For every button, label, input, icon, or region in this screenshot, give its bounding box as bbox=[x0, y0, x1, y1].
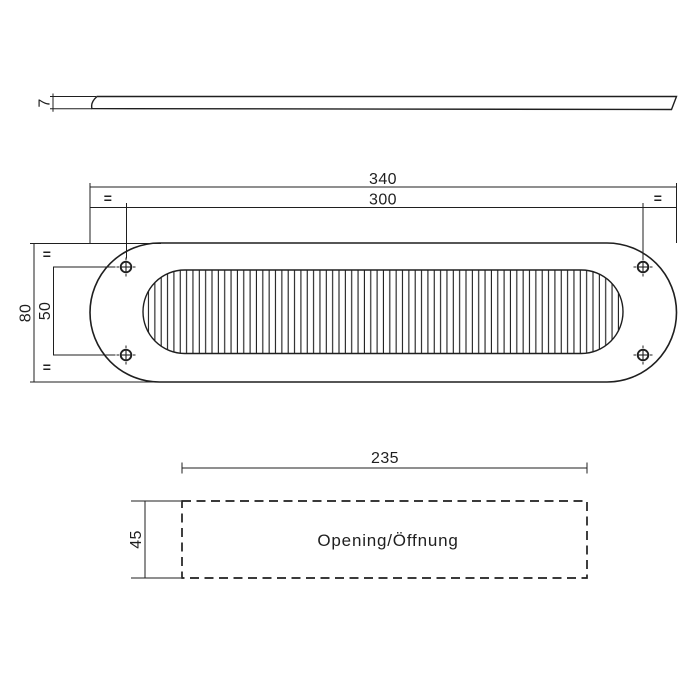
equal-mark-left: = bbox=[104, 190, 113, 206]
equal-mark-top: = bbox=[43, 246, 52, 262]
opening-text-label: Opening/Öffnung bbox=[317, 531, 458, 550]
hole-spacing-h-label: 300 bbox=[369, 192, 397, 209]
screw-hole-bottom-left bbox=[115, 344, 137, 366]
plate-outline bbox=[89, 242, 678, 383]
opening-dashed-outline bbox=[181, 500, 588, 579]
opening-height-dimension: 45 bbox=[128, 500, 181, 579]
side-profile-view: 7 bbox=[37, 93, 678, 112]
vertical-dimensions: 80 50 = = bbox=[18, 243, 161, 383]
opening-width-label: 235 bbox=[371, 450, 399, 467]
equal-mark-right: = bbox=[654, 190, 663, 206]
opening-height-label: 45 bbox=[128, 530, 145, 549]
equal-mark-bottom: = bbox=[43, 359, 52, 375]
screw-hole-top-left bbox=[115, 256, 137, 278]
opening-width-dimension: 235 bbox=[181, 450, 588, 474]
overall-height-label: 80 bbox=[18, 304, 35, 323]
opening-view: 235 45 Opening/Öffnung bbox=[128, 450, 588, 579]
horizontal-dimensions: 340 300 = = bbox=[89, 171, 677, 259]
thickness-label: 7 bbox=[37, 98, 54, 107]
screw-hole-top-right bbox=[632, 256, 654, 278]
thickness-dimension: 7 bbox=[37, 93, 96, 112]
front-view: 340 300 = = 80 50 = = bbox=[18, 171, 678, 383]
overall-width-label: 340 bbox=[369, 171, 397, 188]
hole-spacing-v-label: 50 bbox=[37, 302, 54, 321]
louver-grille-area bbox=[142, 269, 624, 355]
screw-hole-bottom-right bbox=[632, 344, 654, 366]
plate-profile-outline bbox=[90, 95, 678, 111]
